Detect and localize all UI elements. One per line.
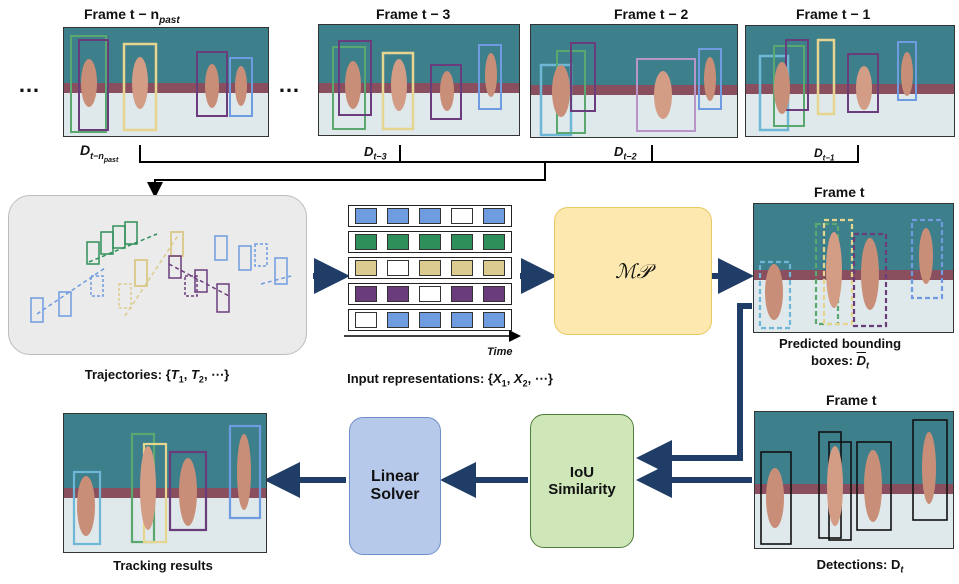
input-cell-green [355, 234, 377, 250]
input-cell-purple [483, 286, 505, 302]
ellipsis-left: … [18, 72, 41, 97]
tracking-results-image [63, 413, 267, 553]
ellipsis-middle: … [278, 72, 301, 97]
input-cell-tan [483, 260, 505, 276]
input-cell-tan [419, 260, 441, 276]
input-cell-blue [483, 208, 505, 224]
detections-frame-title: Frame t [826, 392, 877, 408]
det-label-t-3: Dt−3 [364, 144, 387, 162]
input-cell-tan [451, 260, 473, 276]
input-cell-empty [387, 260, 409, 276]
input-cell-blue [419, 312, 441, 328]
iou-similarity-block: IoU Similarity [530, 414, 634, 548]
input-row-4 [348, 283, 512, 305]
solver-label-line1: Linear [370, 468, 419, 485]
frame-t-1-image [745, 25, 955, 137]
input-row-2 [348, 231, 512, 253]
time-label: Time [487, 346, 513, 358]
input-cell-green [419, 234, 441, 250]
input-cell-blue [355, 208, 377, 224]
predicted-frame-title: Frame t [814, 184, 865, 200]
detections-caption: Detections: Dt [816, 557, 904, 575]
frame-t-npast-image [63, 27, 269, 137]
input-cell-green [451, 234, 473, 250]
iou-label-line1: IoU [569, 464, 595, 481]
iou-label-line2: Similarity [548, 481, 616, 498]
mp-label: ℳ𝒫 [615, 259, 651, 283]
frame-t-2-image [530, 24, 738, 138]
input-cell-blue [451, 312, 473, 328]
frame-title-t-npast: Frame t − npast [84, 6, 180, 26]
input-cell-empty [419, 286, 441, 302]
input-row-5 [348, 309, 512, 331]
input-cell-blue [419, 208, 441, 224]
det-label-t-1: Dt−1 [814, 146, 835, 163]
trajectories-caption: Trajectories: {T1, T2, ⋯} [84, 367, 230, 385]
input-caption: Input representations: {X1, X2, ⋯} [347, 371, 553, 389]
input-cell-empty [355, 312, 377, 328]
frame-title-t-2: Frame t − 2 [614, 6, 689, 22]
det-label-t-npast: Dt−npast [80, 142, 119, 164]
det-label-t-2: Dt−2 [614, 144, 637, 162]
input-cell-green [483, 234, 505, 250]
tracking-caption: Tracking results [113, 558, 213, 573]
input-cell-green [387, 234, 409, 250]
predicted-frame-image [753, 203, 954, 333]
frame-title-t-3: Frame t − 3 [376, 6, 451, 22]
mp-block: ℳ𝒫 [554, 207, 712, 335]
input-cell-purple [355, 286, 377, 302]
solver-label-line2: Solver [370, 486, 420, 503]
input-cell-empty [451, 208, 473, 224]
frame-t-3-image [318, 24, 520, 136]
input-cell-purple [387, 286, 409, 302]
frame-title-t-1: Frame t − 1 [796, 6, 871, 22]
linear-solver-block: Linear Solver [349, 417, 441, 555]
input-row-3 [348, 257, 512, 279]
input-cell-blue [387, 312, 409, 328]
predicted-caption: Predicted bounding boxes: Dt [778, 336, 902, 371]
trajectories-panel [8, 195, 307, 355]
input-cell-purple [451, 286, 473, 302]
detections-frame-image [754, 411, 954, 549]
input-cell-blue [483, 312, 505, 328]
input-row-1 [348, 205, 512, 227]
input-cell-tan [355, 260, 377, 276]
input-cell-blue [387, 208, 409, 224]
